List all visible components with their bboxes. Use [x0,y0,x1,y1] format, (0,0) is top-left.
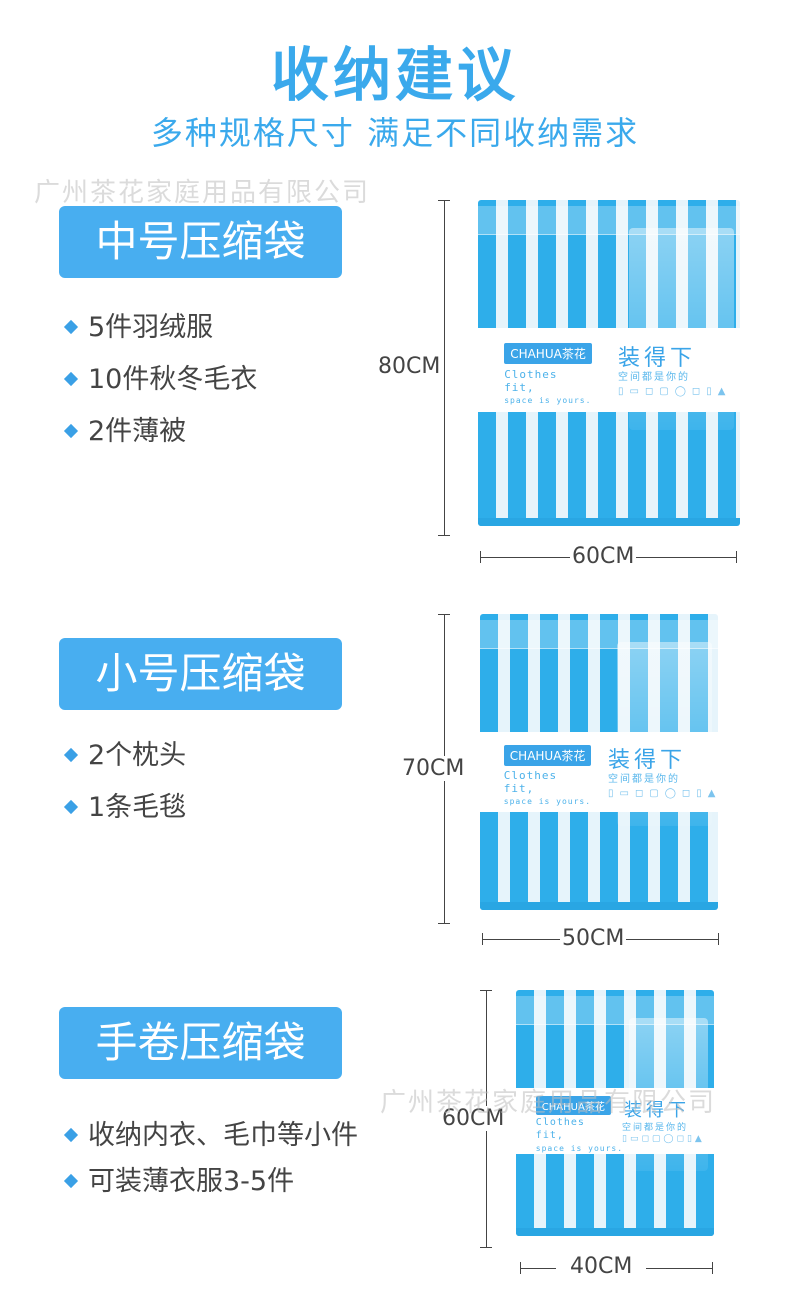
diamond-bullet-icon [63,1127,79,1142]
bag-zip [480,620,718,649]
bag-icons: ▯▭◻▢◯◻▯▲ [618,386,732,397]
dimension-tick [480,1247,492,1248]
list-item: 5件羽绒服 [63,302,257,354]
medium-bag-items: 5件羽绒服 10件秋冬毛衣 2件薄被 [63,302,257,458]
list-item: 可装薄衣服3-5件 [63,1156,358,1208]
diamond-bullet-icon [63,319,79,334]
dimension-tick [438,535,450,536]
bag-brand: CHAHUA茶花 [535,1096,611,1115]
bag-zip [516,996,714,1025]
bag-icons: ▯▭◻▢◯◻▯▲ [608,788,718,799]
diamond-bullet-icon [63,799,79,814]
dimension-tick [520,1262,521,1274]
small-bag-items: 2个枕头 1条毛毯 [63,730,186,834]
bag-icons: ▯▭◻▢◯◻▯▲ [622,1134,705,1144]
bag-bottom-seal [516,1228,714,1236]
dimension-tick [438,200,450,201]
bag-zip [478,206,740,235]
height-dimension-label: 80CM [378,354,441,379]
height-dimension-label: 70CM [402,756,465,781]
page-title: 收纳建议 [270,41,519,109]
bag-headline: 装得下 [624,1100,690,1121]
dimension-tick [480,990,492,991]
width-dimension-label: 60CM [570,544,637,569]
diamond-bullet-icon [63,371,79,386]
hand-roll-bag-label: 手卷压缩袋 [59,1007,342,1079]
diamond-bullet-icon [63,423,79,438]
dimension-tick [718,933,719,945]
width-dimension-label: 50CM [560,926,627,951]
bag-subline: 空间都是你的 [618,372,690,383]
bag-brand: CHAHUA茶花 [503,745,592,766]
dimension-tick [438,614,450,615]
bag-brand: CHAHUA茶花 [504,343,592,364]
diamond-bullet-icon [63,1173,79,1188]
bag-headline: 装得下 [618,346,697,371]
list-item: 2个枕头 [63,730,186,782]
dimension-tick [438,923,450,924]
dimension-tick [482,933,483,945]
height-dimension-line [444,200,445,536]
medium-bag-label: 中号压缩袋 [59,206,342,278]
bag-subline: 空间都是你的 [622,1123,689,1133]
bag-headline: 装得下 [608,748,687,773]
watermark-text: 广州茶花家庭用品有限公司 [34,178,371,208]
list-item: 收纳内衣、毛巾等小件 [63,1110,358,1162]
watermark-text: 广州茶花家庭用品有限公司 [380,1088,717,1118]
page-subtitle: 多种规格尺寸 满足不同收纳需求 [150,114,640,152]
height-dimension-label: 60CM [442,1106,505,1131]
list-item: 1条毛毯 [63,782,186,834]
list-item: 10件秋冬毛衣 [63,354,257,406]
width-dimension-label: 40CM [556,1254,647,1279]
dimension-tick [480,551,481,563]
list-item: 2件薄被 [63,406,257,458]
bag-bottom-seal [480,902,718,910]
diamond-bullet-icon [63,747,79,762]
dimension-tick [736,551,737,563]
hand-roll-bag-items: 收纳内衣、毛巾等小件 可装薄衣服3-5件 [63,1110,358,1208]
bag-subline: 空间都是你的 [608,774,680,785]
small-bag-label: 小号压缩袋 [59,638,342,710]
bag-bottom-seal [478,518,740,526]
dimension-tick [712,1262,713,1274]
